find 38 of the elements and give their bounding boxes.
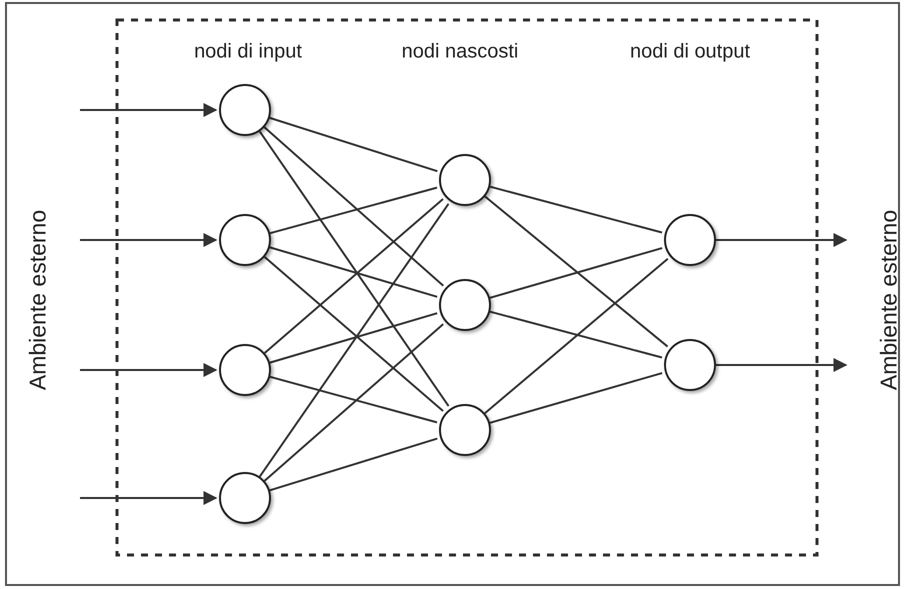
neuron-circle — [219, 84, 271, 136]
neuron-circle — [664, 214, 716, 266]
neuron-circle — [219, 214, 271, 266]
arrow — [80, 233, 218, 247]
connection-line — [264, 256, 444, 412]
connection-line — [490, 310, 662, 358]
column-heading: nodi nascosti — [402, 40, 518, 64]
arrow — [80, 103, 218, 117]
arrow — [716, 358, 848, 372]
connection-line — [264, 198, 444, 354]
side-label: Ambiente esterno — [24, 210, 52, 390]
connection-line — [270, 312, 438, 364]
neuron-circle — [664, 339, 716, 391]
connection-line — [490, 186, 662, 234]
connection-line — [270, 246, 438, 298]
connection-line — [484, 196, 668, 348]
connection-line — [490, 247, 662, 299]
connection-line — [490, 372, 662, 424]
connection-line — [270, 438, 438, 492]
connection-line — [270, 376, 438, 424]
connection-line — [258, 130, 450, 407]
neuron-circle — [439, 154, 491, 206]
side-label: Ambiente esterno — [876, 210, 902, 390]
arrow — [80, 363, 218, 377]
neuron-circle — [219, 344, 271, 396]
connection-line — [258, 203, 450, 478]
connection-line — [484, 258, 668, 414]
neuron-circle — [439, 404, 491, 456]
neuron-circle — [219, 472, 271, 524]
connection-line — [264, 126, 444, 287]
column-heading: nodi di output — [630, 40, 750, 64]
arrow — [80, 491, 218, 505]
connection-line — [264, 323, 444, 482]
neuron-circle — [439, 279, 491, 331]
connection-line — [270, 186, 438, 234]
connection-line — [269, 116, 438, 172]
arrow — [716, 233, 848, 247]
column-heading: nodi di input — [194, 40, 302, 64]
